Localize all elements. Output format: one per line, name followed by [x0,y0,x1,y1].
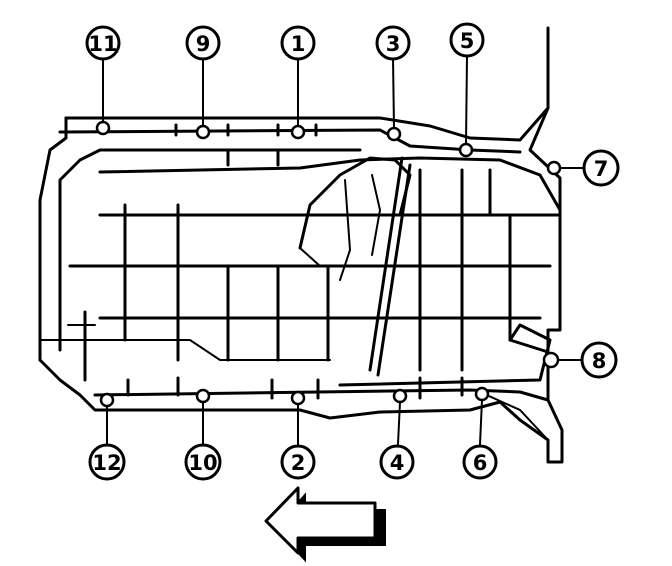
leader-lines [102,55,585,445]
svg-text:8: 8 [592,349,607,373]
svg-text:4: 4 [390,451,405,475]
callout-4: 4 [379,444,415,480]
callout-8: 8 [580,341,618,379]
bolt-hole-7 [546,160,562,176]
callout-3: 3 [375,25,411,61]
callout-1: 1 [280,25,316,61]
callout-11: 11 [85,25,121,61]
bolt-hole-2 [290,390,306,406]
bolt-hole-9 [195,124,211,140]
bolt-hole-3 [386,126,402,142]
callout-9: 9 [185,25,221,61]
callout-10: 10 [184,443,222,481]
svg-text:1: 1 [291,32,306,56]
callout-6: 6 [462,444,498,480]
callout-2: 2 [280,444,316,480]
oil-strainer-area [298,156,412,377]
bolt-hole-1 [290,124,306,140]
bolt-hole-6 [474,386,490,402]
svg-text:9: 9 [196,32,211,56]
callout-5: 5 [449,22,485,58]
callout-12: 12 [88,443,126,481]
callout-7: 7 [582,149,620,187]
svg-text:6: 6 [473,451,488,475]
svg-text:7: 7 [594,157,609,181]
svg-text:12: 12 [92,451,121,475]
svg-text:3: 3 [386,32,401,56]
left-pointing-arrow-icon [264,486,386,563]
bolt-hole-10 [195,388,211,404]
bolt-hole-11 [95,120,111,136]
bolt-hole-8 [542,351,560,369]
rib-grid [39,123,562,400]
svg-text:11: 11 [88,32,117,56]
bolt-hole-12 [99,392,115,408]
svg-text:5: 5 [460,29,475,53]
svg-text:10: 10 [188,451,217,475]
svg-text:2: 2 [291,451,306,475]
oil-pan-outline [38,26,564,464]
bolt-hole-4 [392,388,408,404]
bolt-hole-5 [458,142,474,158]
